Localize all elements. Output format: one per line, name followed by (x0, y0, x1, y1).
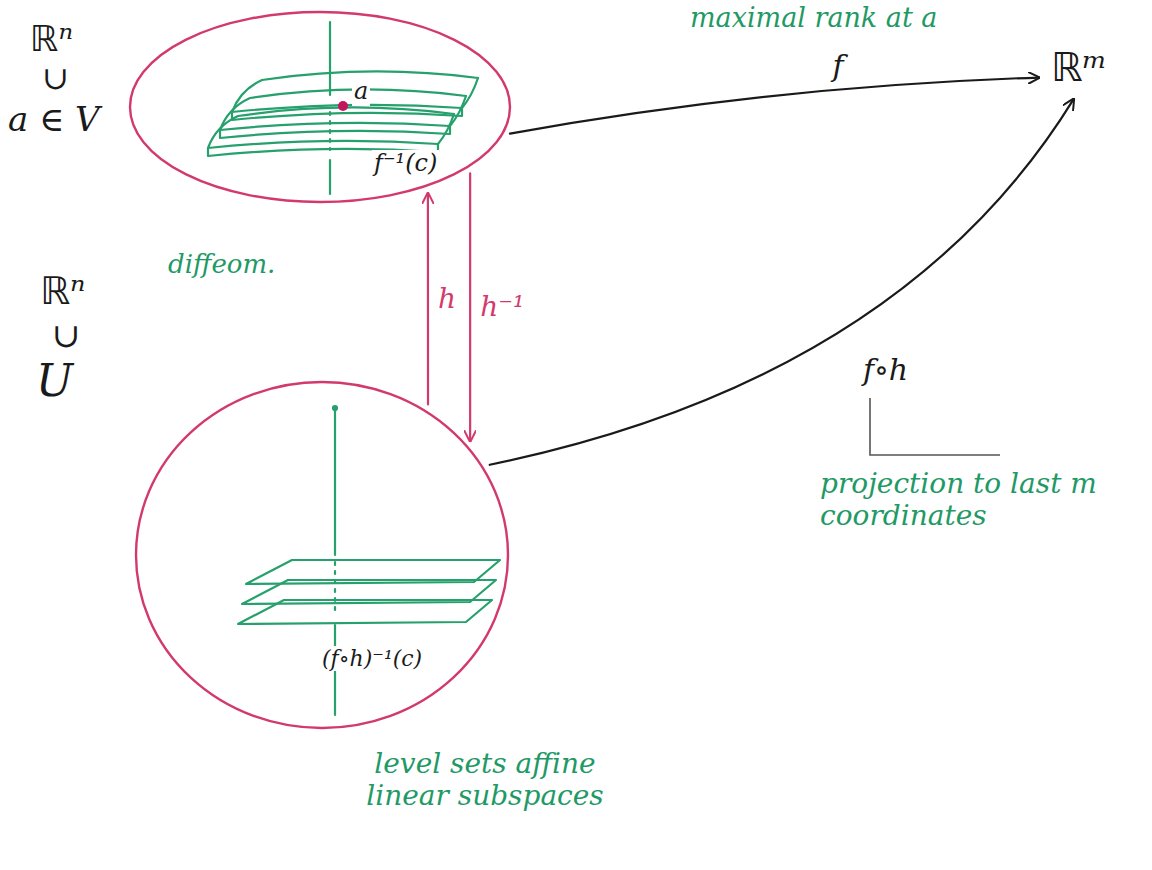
map-arrow (427, 193, 429, 404)
annotation: ℝⁿ (30, 18, 73, 59)
map-name: h (436, 283, 458, 315)
annotation: projection to last m coordinates (820, 468, 1130, 532)
map-arrow (469, 173, 471, 441)
curved-level-sets (208, 22, 478, 194)
annotation: ∪ (42, 60, 69, 97)
map-name: f (830, 49, 845, 84)
annotation: U (36, 356, 73, 407)
ellipse-outline (134, 380, 510, 730)
annotation: level sets affine linear subspaces (340, 748, 630, 812)
map-arrow (490, 99, 1074, 465)
bracket-leader (870, 398, 1000, 455)
region-ellipse: (f∘h)⁻¹(c) (134, 380, 510, 730)
annotation: maximal rank at a (690, 2, 937, 33)
annotation: ∪ (52, 316, 81, 355)
annotation: a ∈ V (8, 100, 100, 139)
annotation: ℝⁿ (40, 270, 86, 314)
set-label: a (352, 78, 370, 106)
point-a (338, 101, 348, 111)
set-label: f⁻¹(c) (372, 150, 439, 178)
space-node: ℝᵐ (1045, 40, 1114, 94)
ellipse-outline (128, 10, 512, 204)
map-name: h⁻¹ (478, 291, 526, 323)
map-arrow (510, 78, 1039, 134)
annotation: diffeom. (168, 250, 275, 280)
space-label: ℝᵐ (1049, 44, 1109, 90)
set-label: (f∘h)⁻¹(c) (320, 646, 424, 671)
region-ellipse: a f⁻¹(c) (128, 10, 512, 204)
map-name: f∘h (861, 353, 910, 388)
